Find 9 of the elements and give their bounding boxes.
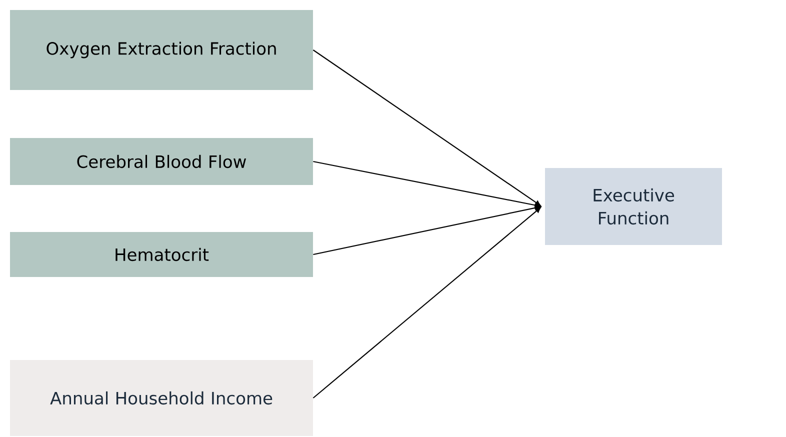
- arrow: [312, 207, 541, 398]
- arrow: [312, 50, 541, 206]
- process-box: Executive Function: [545, 168, 722, 245]
- arrow: [313, 160, 540, 208]
- process-box: Cerebral Blood Flow: [10, 138, 313, 185]
- process-box: Annual Household Income: [10, 360, 313, 436]
- process-box: Oxygen Extraction Fraction: [10, 10, 313, 90]
- arrow: [313, 205, 540, 256]
- process-box: Hematocrit: [10, 232, 313, 277]
